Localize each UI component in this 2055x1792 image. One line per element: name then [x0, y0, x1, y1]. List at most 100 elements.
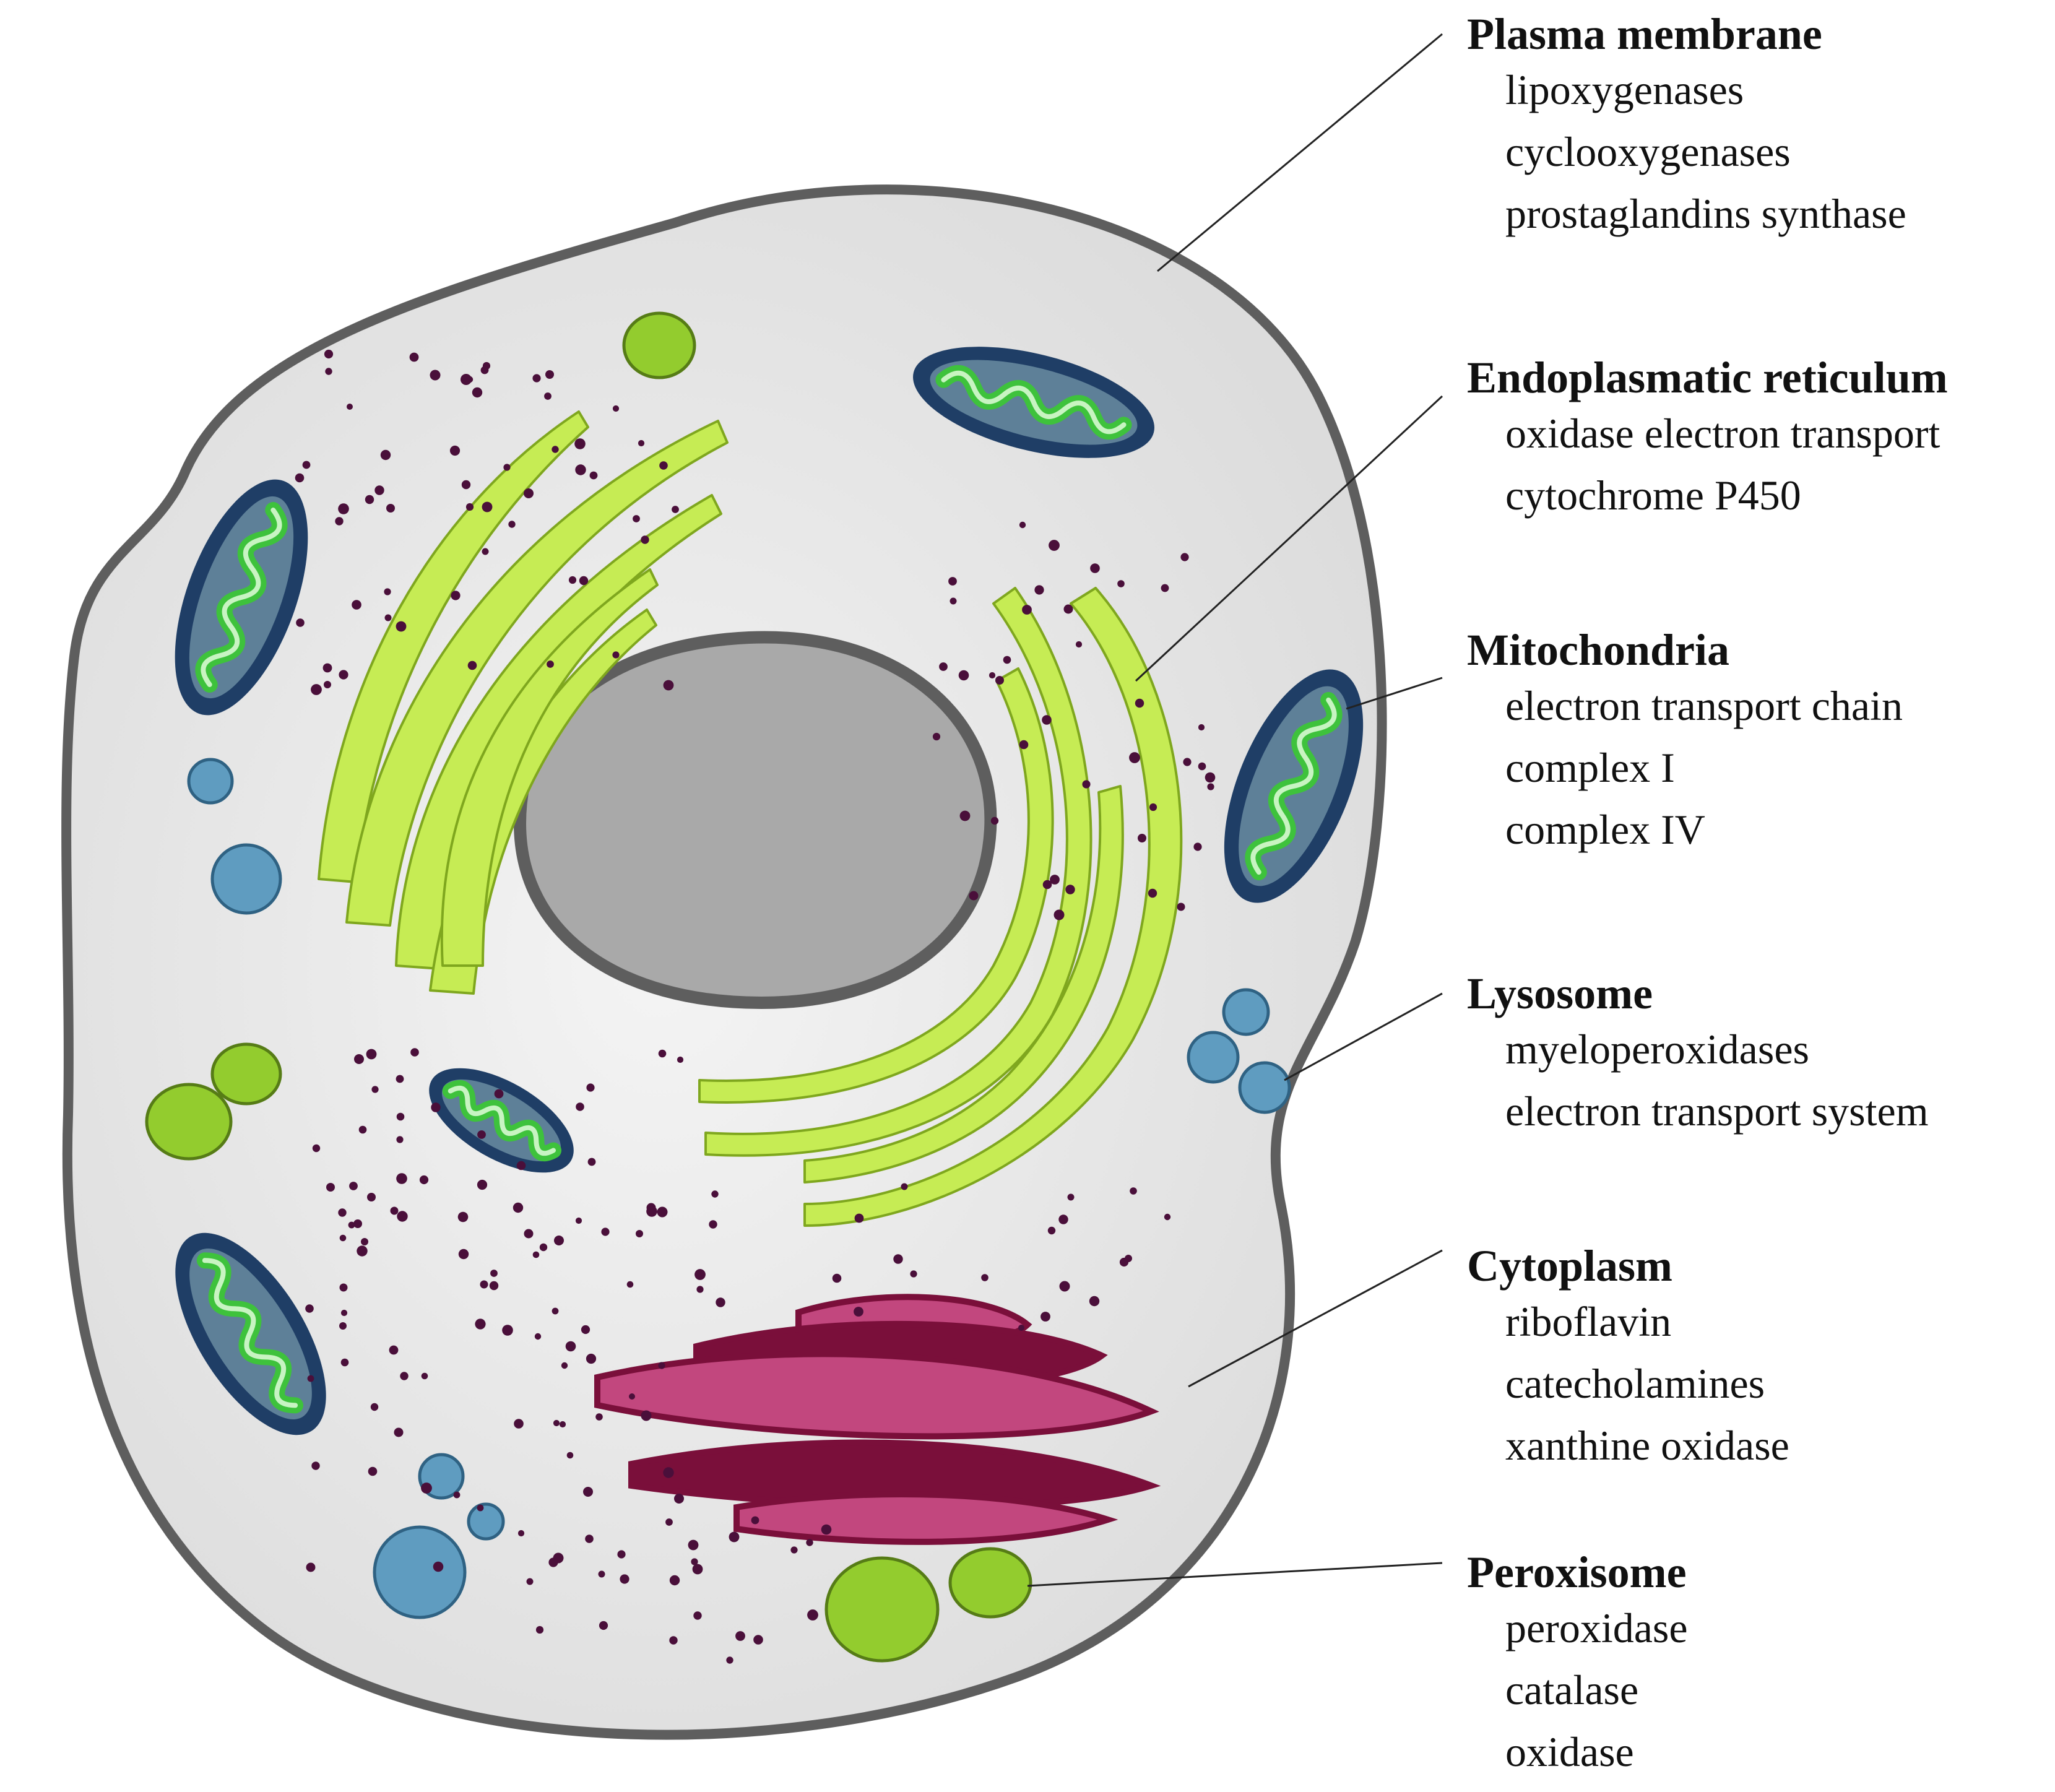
ribosome-dot — [370, 1403, 379, 1411]
ribosome-dot — [1075, 641, 1083, 648]
leader-line-peroxisome — [1027, 1562, 1443, 1587]
ribosome-dot — [1089, 1296, 1100, 1307]
ribosome-dot — [939, 662, 948, 671]
ribosome-dot — [1193, 842, 1202, 851]
ribosome-dot — [539, 1243, 548, 1252]
leader-line-endoplasmatic-reticulum — [1135, 395, 1443, 682]
ribosome-dot — [449, 445, 461, 456]
ribosome-dot — [386, 504, 395, 513]
ribosome-dot — [532, 374, 541, 383]
ribosome-dot — [620, 1574, 629, 1584]
ribosome-dot — [340, 1309, 348, 1317]
ribosome-dot — [1049, 540, 1060, 551]
ribosome-dot — [559, 1421, 566, 1428]
ribosome-dot — [807, 1609, 818, 1621]
ribosome-dot — [585, 1534, 594, 1543]
leader-lines — [1027, 33, 1443, 1587]
label-item: peroxidase — [1505, 1604, 1688, 1651]
ribosome-dot — [1050, 875, 1060, 885]
ribosome-dot — [396, 1075, 404, 1083]
er-right-cisterna — [704, 587, 1092, 1157]
ribosome-dot — [410, 1048, 419, 1057]
ribosome-dot — [1149, 803, 1157, 812]
ribosome-dot — [1042, 715, 1052, 725]
ribosome-dot — [457, 1211, 469, 1223]
ribosome-dot — [421, 1483, 432, 1494]
lysosome-group — [187, 758, 1291, 1619]
ribosome-dot — [1082, 780, 1091, 789]
label-item: cytochrome P450 — [1505, 472, 1801, 519]
ribosome-dot — [545, 370, 554, 379]
ribosome-dot — [663, 1467, 674, 1478]
ribosome-dot — [575, 464, 586, 475]
label-title: Peroxisome — [1467, 1547, 1687, 1597]
ribosome-dot — [958, 670, 969, 681]
label-item: cyclooxygenases — [1505, 128, 1791, 175]
ribosome-dot — [384, 614, 392, 621]
ribosome-dot — [1180, 553, 1189, 561]
ribosome-dot — [910, 1270, 917, 1278]
ribosome-dot — [1138, 834, 1146, 842]
label-item: complex IV — [1505, 806, 1705, 853]
ribosome-dot — [1161, 584, 1169, 592]
ribosome-dot — [1034, 585, 1044, 595]
label-cytoplasm: Cytoplasm riboflavin catecholamines xant… — [1467, 1241, 1789, 1476]
ribosome-dot — [482, 501, 493, 513]
er-left-cisterna — [318, 410, 589, 883]
ribosome-dot — [1135, 698, 1144, 708]
ribosome-dot — [568, 576, 577, 584]
ribosome-dot — [354, 1054, 364, 1064]
label-item: complex I — [1505, 744, 1675, 791]
ribosome-dot — [599, 1621, 608, 1630]
ribosome-dot — [612, 405, 620, 412]
ribosome-dot — [338, 1208, 347, 1217]
ribosome-dot — [561, 1362, 568, 1369]
ribosome-dot — [554, 1236, 564, 1245]
ribosome-dot — [688, 1539, 699, 1551]
ribosome-dot — [612, 651, 620, 659]
ribosome-dot — [547, 660, 554, 668]
ribosome-dot — [306, 1562, 316, 1572]
label-item: oxidase electron transport — [1505, 410, 1940, 457]
ribosome-dot — [380, 449, 391, 461]
ribosome-dot — [365, 495, 374, 504]
er-right-cisterna — [803, 785, 1124, 1184]
ribosome-dot — [1042, 880, 1052, 890]
ribosome-dot — [669, 1575, 680, 1586]
ribosome-dot — [325, 368, 332, 375]
mitochondrion — [429, 1068, 574, 1173]
ribosome-dot — [396, 621, 407, 632]
ribosome-dot — [1148, 888, 1157, 898]
ribosome-dot — [641, 1410, 652, 1421]
peroxisome — [145, 1083, 233, 1161]
ribosome-dot — [948, 577, 957, 586]
mitochondrion — [175, 479, 308, 716]
lysosome — [1222, 988, 1270, 1036]
ribosome-dot — [535, 1625, 544, 1634]
ribosome-dot — [694, 1269, 706, 1280]
ribosome-dot — [514, 1419, 524, 1429]
ribosome-dot — [565, 1341, 576, 1352]
ribosome-dot — [396, 1173, 407, 1184]
ribosome-dot — [617, 1550, 626, 1559]
ribosome-dot — [305, 1304, 314, 1313]
ribosome-dot — [751, 1516, 759, 1525]
ribosome-dot — [433, 1561, 444, 1572]
ribosome-dot — [461, 480, 471, 490]
ribosome-dot — [1053, 909, 1065, 920]
ribosome-dot — [508, 521, 516, 528]
lysosome — [1187, 1031, 1240, 1084]
ribosome-dot — [451, 591, 461, 600]
ribosome-dot — [1130, 1187, 1137, 1195]
mitochondria-group — [175, 347, 1364, 1435]
ribosome-dot — [854, 1213, 864, 1223]
ribosome-dot — [482, 548, 489, 555]
label-item: catecholamines — [1505, 1360, 1765, 1407]
ribosome-dot — [583, 1487, 593, 1497]
ribosome-dot — [349, 1182, 358, 1190]
ribosome-dot — [696, 1286, 704, 1293]
mitochondrion — [175, 1232, 326, 1435]
ribosome-dot — [636, 1230, 643, 1237]
lysosome — [210, 843, 282, 915]
ribosome-dot — [969, 891, 979, 901]
